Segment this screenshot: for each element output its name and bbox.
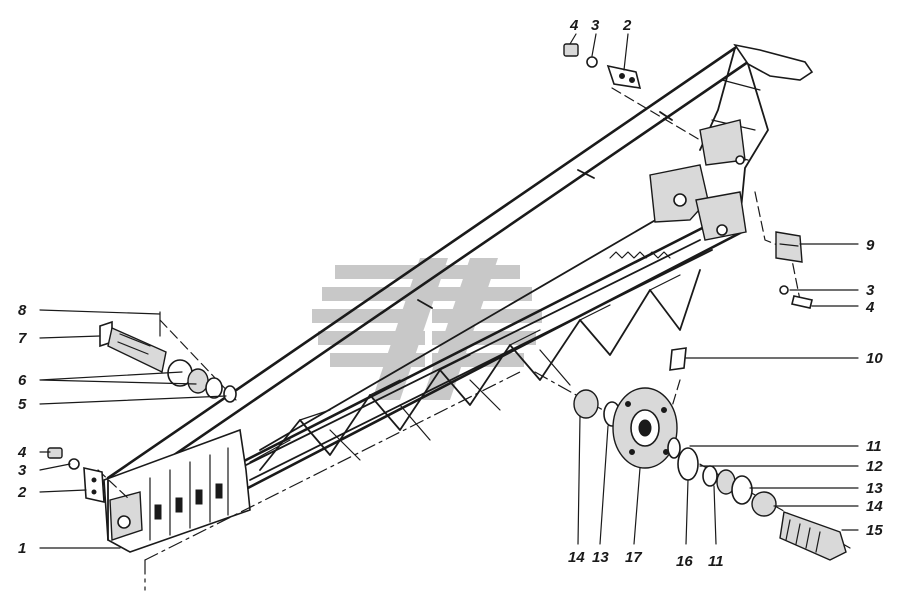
label-right-12: 12 <box>866 458 883 475</box>
boom-lattice-frame <box>103 43 814 553</box>
label-right-4: 4 <box>865 299 875 316</box>
label-left-8: 8 <box>18 302 27 319</box>
label-bottom-16: 16 <box>676 553 693 570</box>
label-bottom-14: 14 <box>568 549 585 566</box>
part-number-labels: 4 3 2 9 3 4 10 11 12 13 14 15 8 7 6 5 4 … <box>17 17 883 570</box>
label-left-3: 3 <box>18 462 27 479</box>
label-top-3: 3 <box>591 17 600 34</box>
label-right-9: 9 <box>866 237 875 254</box>
label-left-1: 1 <box>18 540 26 557</box>
label-left-4: 4 <box>17 444 27 461</box>
label-bottom-11: 11 <box>708 553 724 570</box>
label-left-7: 7 <box>18 330 27 347</box>
leader-lines <box>39 33 859 549</box>
label-left-6: 6 <box>18 372 27 389</box>
left-fastener-group <box>47 447 105 504</box>
label-right-13: 13 <box>866 480 883 497</box>
label-right-14: 14 <box>866 498 883 515</box>
label-left-5: 5 <box>18 396 27 413</box>
label-left-2: 2 <box>17 484 27 501</box>
label-right-3: 3 <box>866 282 875 299</box>
label-right-15: 15 <box>866 522 883 539</box>
left-shaft-group <box>99 311 237 403</box>
label-right-11: 11 <box>866 438 882 455</box>
label-top-2: 2 <box>622 17 632 34</box>
right-fastener-group <box>775 231 813 309</box>
label-bottom-17: 17 <box>625 549 642 566</box>
label-bottom-13: 13 <box>592 549 609 566</box>
top-fastener-group <box>563 43 642 89</box>
label-right-10: 10 <box>866 350 883 367</box>
hub-assembly <box>573 347 847 561</box>
label-top-4: 4 <box>569 17 579 34</box>
